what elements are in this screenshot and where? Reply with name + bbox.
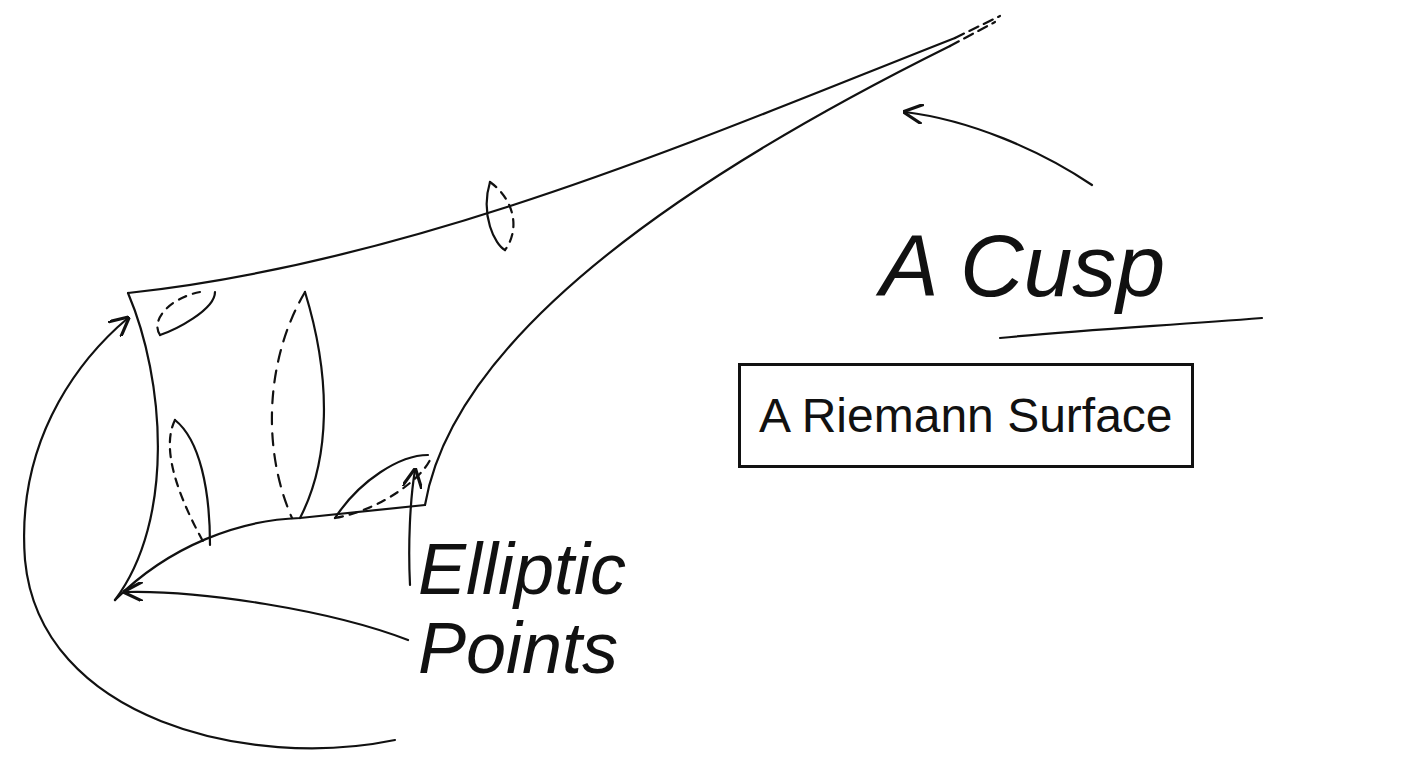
corner-circle xyxy=(160,292,215,335)
elliptic-arrow xyxy=(24,318,395,748)
corner-circle xyxy=(157,292,200,335)
middle-circle-back xyxy=(272,292,305,518)
surface-bottom xyxy=(115,505,425,600)
elliptic-arrow xyxy=(409,470,415,585)
handwritten-label: Elliptic Points xyxy=(418,530,718,688)
cusp-tail xyxy=(950,16,1000,46)
surface-left-edge xyxy=(115,293,158,600)
cusp-underline xyxy=(1000,318,1262,338)
boxed-title: A Riemann Surface xyxy=(738,363,1194,468)
middle-circle-front xyxy=(300,292,324,518)
upper-circle xyxy=(490,182,513,250)
cusp-arrow xyxy=(905,112,1092,185)
corner-circle xyxy=(335,455,428,518)
surface-top-edge xyxy=(128,38,955,293)
box-text: A Riemann Surface xyxy=(759,388,1173,443)
handwritten-label: A Cusp xyxy=(880,218,1165,315)
corner-circle xyxy=(335,460,430,518)
corner-circle xyxy=(175,420,210,545)
corner-circle xyxy=(170,420,205,545)
elliptic-arrow xyxy=(125,592,408,640)
